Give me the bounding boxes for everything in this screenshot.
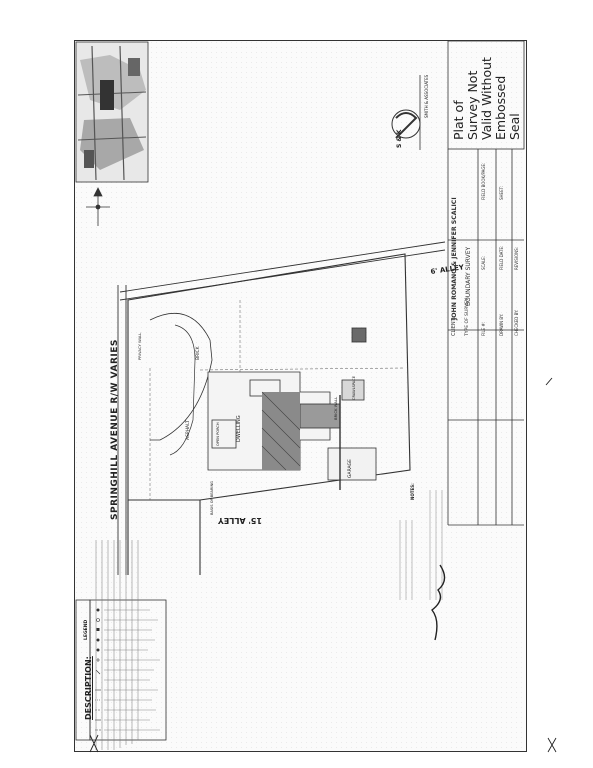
garage-footprint: [327, 327, 377, 481]
driveway-inner: [169, 324, 196, 456]
legend-text-lines: [104, 609, 160, 731]
seal-notice-line3: Valid Without: [479, 57, 494, 140]
label-garage: GARAGE: [348, 459, 353, 478]
title-sheet-label: SHEET:: [499, 186, 504, 200]
title-client-name: JOHN ROMANO & JENNIFER SCALICI: [451, 197, 458, 320]
label-crawl-space: CRAWLSPACE: [352, 375, 356, 400]
legend-heading: LEGEND: [84, 619, 89, 640]
seal-notice-line2: Survey Not: [465, 70, 480, 140]
label-brick: BRICK: [196, 346, 201, 360]
street-label-springhill: SPRINGHILL AVENUE R/W VARIES: [110, 339, 120, 520]
title-file-label: FILE #:: [481, 321, 486, 336]
title-checked-label: CHECKED BY:: [514, 309, 519, 336]
title-survey-type: BOUNDARY SURVEY: [465, 246, 472, 306]
title-revisions-label: REVISIONS:: [514, 247, 519, 270]
seal-notice-line1: Plat of: [451, 100, 466, 140]
label-brick-wall: BRICK WALL: [333, 396, 338, 420]
seal-notice-line5: Seal: [507, 113, 522, 140]
certification-text-lines: [399, 490, 443, 600]
north-arrow-icon: [86, 187, 110, 226]
top-alley-lines: [119, 241, 446, 301]
property-boundary: [127, 253, 411, 575]
initial-mark-mid: [545, 377, 553, 386]
hatched-brick-area: [261, 391, 301, 471]
street-label-alley-bottom: 15' ALLEY: [217, 516, 262, 525]
title-block-frame: [447, 40, 525, 526]
firm-logo-icon: [391, 75, 421, 150]
title-field-book-label: FIELD BOOK/PAGE:: [481, 162, 486, 200]
label-open-porch: OPEN PORCH: [216, 422, 220, 446]
title-scale-label: SCALE:: [481, 255, 486, 270]
seal-notice-line4: Embossed: [493, 75, 508, 140]
legend-box: [75, 599, 167, 741]
initial-mark-left: [89, 734, 99, 753]
firm-mark-text: SMITH & ASSOCIATES: [424, 74, 429, 118]
description-heading: DESCRIPTION:: [84, 656, 93, 720]
dimension-lines: [149, 300, 406, 500]
springhill-avenue-row: [117, 285, 127, 575]
label-dwelling: DWELLING: [236, 415, 242, 442]
description-text-lines: [95, 540, 139, 750]
surveyor-signature: [431, 564, 446, 641]
seal-notice: Plat of Survey Not Valid Without Embosse…: [451, 57, 522, 140]
title-drawn-label: DRAWN BY:: [499, 313, 504, 336]
firm-short-text: S & K: [396, 129, 403, 148]
title-field-date-label: FIELD DATE:: [499, 245, 504, 270]
driveway-curve: [149, 312, 213, 441]
label-asphalt: ASPHALT: [186, 420, 191, 440]
label-notes: NOTES:: [410, 483, 415, 500]
initial-mark-right: [547, 737, 557, 753]
label-basis-of-bearing: BASIS OF BEARING: [210, 481, 214, 515]
label-privacy-wall: PRIVACY WALL: [137, 332, 142, 360]
vicinity-map-icon: [75, 41, 149, 183]
